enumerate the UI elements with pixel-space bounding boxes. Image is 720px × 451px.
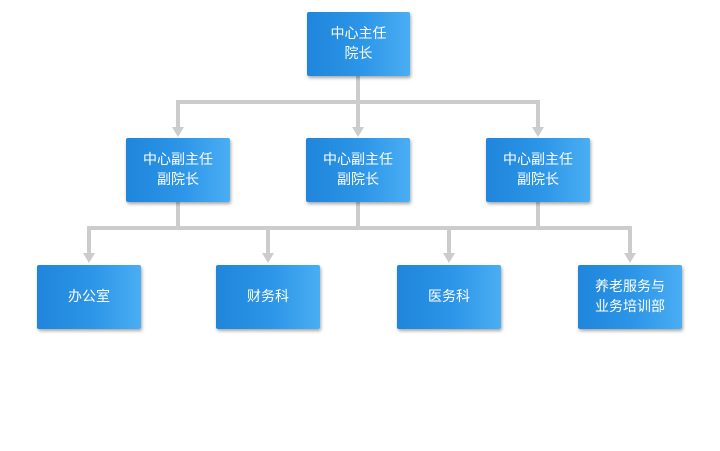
node-department-office: 办公室 — [37, 265, 141, 329]
node-deputy-3-line1: 中心副主任 — [503, 152, 573, 168]
node-deputy-2-line2: 副院长 — [337, 172, 379, 188]
node-deputy-3: 中心副主任 副院长 — [486, 138, 590, 202]
arrowhead-deputy-2 — [352, 127, 364, 137]
node-deputy-1: 中心副主任 副院长 — [126, 138, 230, 202]
node-department-medical-label: 医务科 — [428, 289, 470, 305]
arrowhead-department-2 — [262, 253, 274, 263]
node-deputy-2-line1: 中心副主任 — [323, 152, 393, 168]
arrowhead-deputy-1 — [172, 127, 184, 137]
node-department-elderly-care-line2: 业务培训部 — [595, 299, 665, 315]
node-department-finance-label: 财务科 — [247, 289, 289, 305]
node-director-line1: 中心主任 — [330, 26, 387, 42]
arrowhead-department-1 — [83, 253, 95, 263]
node-department-elderly-care-training: 养老服务与 业务培训部 — [578, 265, 682, 329]
arrowhead-deputy-3 — [532, 127, 544, 137]
node-department-medical: 医务科 — [397, 265, 501, 329]
node-deputy-1-line1: 中心副主任 — [143, 152, 213, 168]
node-department-elderly-care-line1: 养老服务与 — [595, 279, 665, 295]
node-deputy-1-line2: 副院长 — [157, 172, 199, 188]
node-deputy-2: 中心副主任 副院长 — [306, 138, 410, 202]
arrowhead-department-3 — [443, 253, 455, 263]
node-department-finance: 财务科 — [216, 265, 320, 329]
node-director: 中心主任 院长 — [307, 12, 410, 76]
node-department-office-label: 办公室 — [68, 289, 110, 305]
node-deputy-3-line2: 副院长 — [517, 172, 559, 188]
node-director-line2: 院长 — [344, 46, 373, 62]
arrowhead-department-4 — [624, 253, 636, 263]
